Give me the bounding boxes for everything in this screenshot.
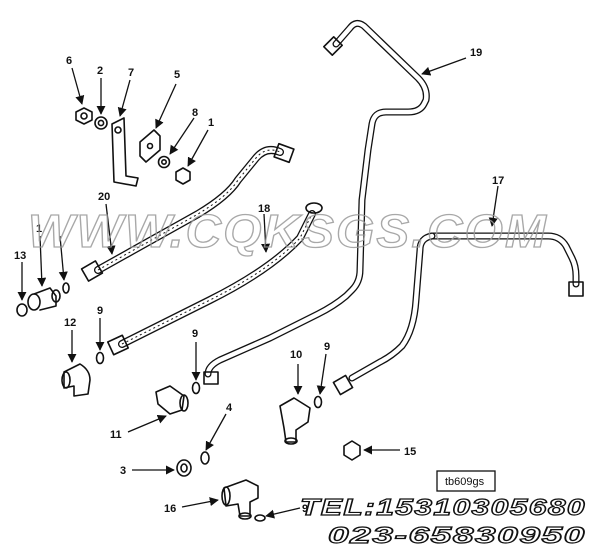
bolt-1	[175, 167, 191, 185]
washer-8	[157, 155, 171, 169]
o-ring-9c	[313, 395, 323, 409]
tube-19	[203, 19, 430, 385]
contact-tel: TEL:15310305680	[300, 494, 586, 520]
callout-4: 4	[226, 402, 233, 414]
callout-12: 12	[64, 317, 76, 329]
o-ring-13	[16, 303, 28, 317]
callout-1-top: 1	[208, 117, 214, 129]
seal-4	[200, 451, 210, 465]
elbow-12	[61, 363, 91, 397]
callout-15: 15	[404, 446, 416, 458]
callout-9-c: 9	[324, 341, 330, 353]
tee-16	[221, 479, 259, 520]
callout-10: 10	[290, 349, 302, 361]
callout-17: 17	[492, 175, 504, 187]
clip-5	[139, 129, 161, 163]
callout-labels: 6 2 7 5 8 1 20 19 18 17 13 1 12 9 9 10 9…	[14, 47, 504, 515]
hose-18	[106, 202, 323, 356]
o-ring-small	[62, 282, 70, 294]
callout-20: 20	[98, 191, 110, 203]
callout-2: 2	[97, 65, 103, 77]
o-ring-9a	[95, 351, 105, 365]
washer-2	[94, 116, 108, 130]
callout-3: 3	[120, 465, 126, 477]
nut-6	[75, 107, 93, 125]
elbow-10	[279, 397, 311, 445]
callout-7: 7	[128, 67, 134, 79]
callout-16: 16	[164, 503, 176, 515]
hose-20	[80, 142, 295, 282]
elbow-11	[155, 385, 189, 415]
diagram-code-box: tb609gs	[436, 470, 496, 492]
callout-9-d: 9	[302, 503, 308, 515]
callout-13: 13	[14, 250, 26, 262]
callout-5: 5	[174, 69, 180, 81]
callout-19: 19	[470, 47, 482, 59]
watermark: WWW.CQKSGS.COM	[28, 205, 548, 257]
contact-phone: 023-65830950	[328, 522, 586, 548]
callout-6: 6	[66, 55, 72, 67]
o-ring-9b	[191, 381, 201, 395]
callout-9-b: 9	[192, 328, 198, 340]
callout-9-a: 9	[97, 305, 103, 317]
callout-8: 8	[192, 107, 198, 119]
adapter-1	[27, 287, 61, 311]
leader-lines	[17, 57, 499, 519]
diagram-code: tb609gs	[445, 476, 485, 488]
callout-1-left: 1	[36, 223, 42, 235]
callout-18: 18	[258, 203, 270, 215]
bracket-7	[111, 117, 139, 187]
fitting-15	[343, 440, 361, 461]
tube-17	[332, 232, 584, 396]
plug-3	[176, 459, 192, 477]
o-ring-9d	[254, 514, 266, 522]
callout-11: 11	[110, 429, 122, 441]
